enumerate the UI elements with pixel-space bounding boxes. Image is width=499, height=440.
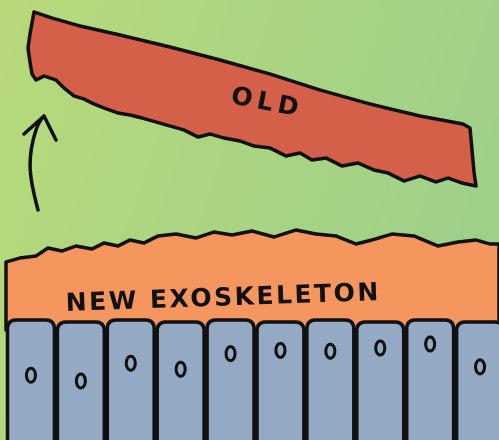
cell-nucleus (26, 368, 35, 382)
cell-nucleus (276, 343, 285, 357)
epidermal-cell (207, 320, 254, 440)
cell-nucleus (126, 356, 135, 370)
epidermal-cells (8, 320, 499, 440)
new-exoskeleton: NEW EXOSKELETON (6, 230, 499, 330)
cell-nucleus (326, 344, 335, 358)
cell-nucleus (426, 337, 435, 351)
cell-nucleus (376, 341, 385, 355)
epidermal-cell (107, 320, 154, 440)
epidermal-cell (457, 322, 499, 440)
cell-nucleus (226, 347, 235, 361)
cell-nucleus (176, 362, 185, 376)
epidermal-cell (257, 322, 304, 440)
cell-nucleus (476, 360, 485, 374)
epidermal-cell (307, 320, 354, 440)
epidermal-cell (157, 322, 204, 440)
cell-nucleus (76, 374, 85, 388)
